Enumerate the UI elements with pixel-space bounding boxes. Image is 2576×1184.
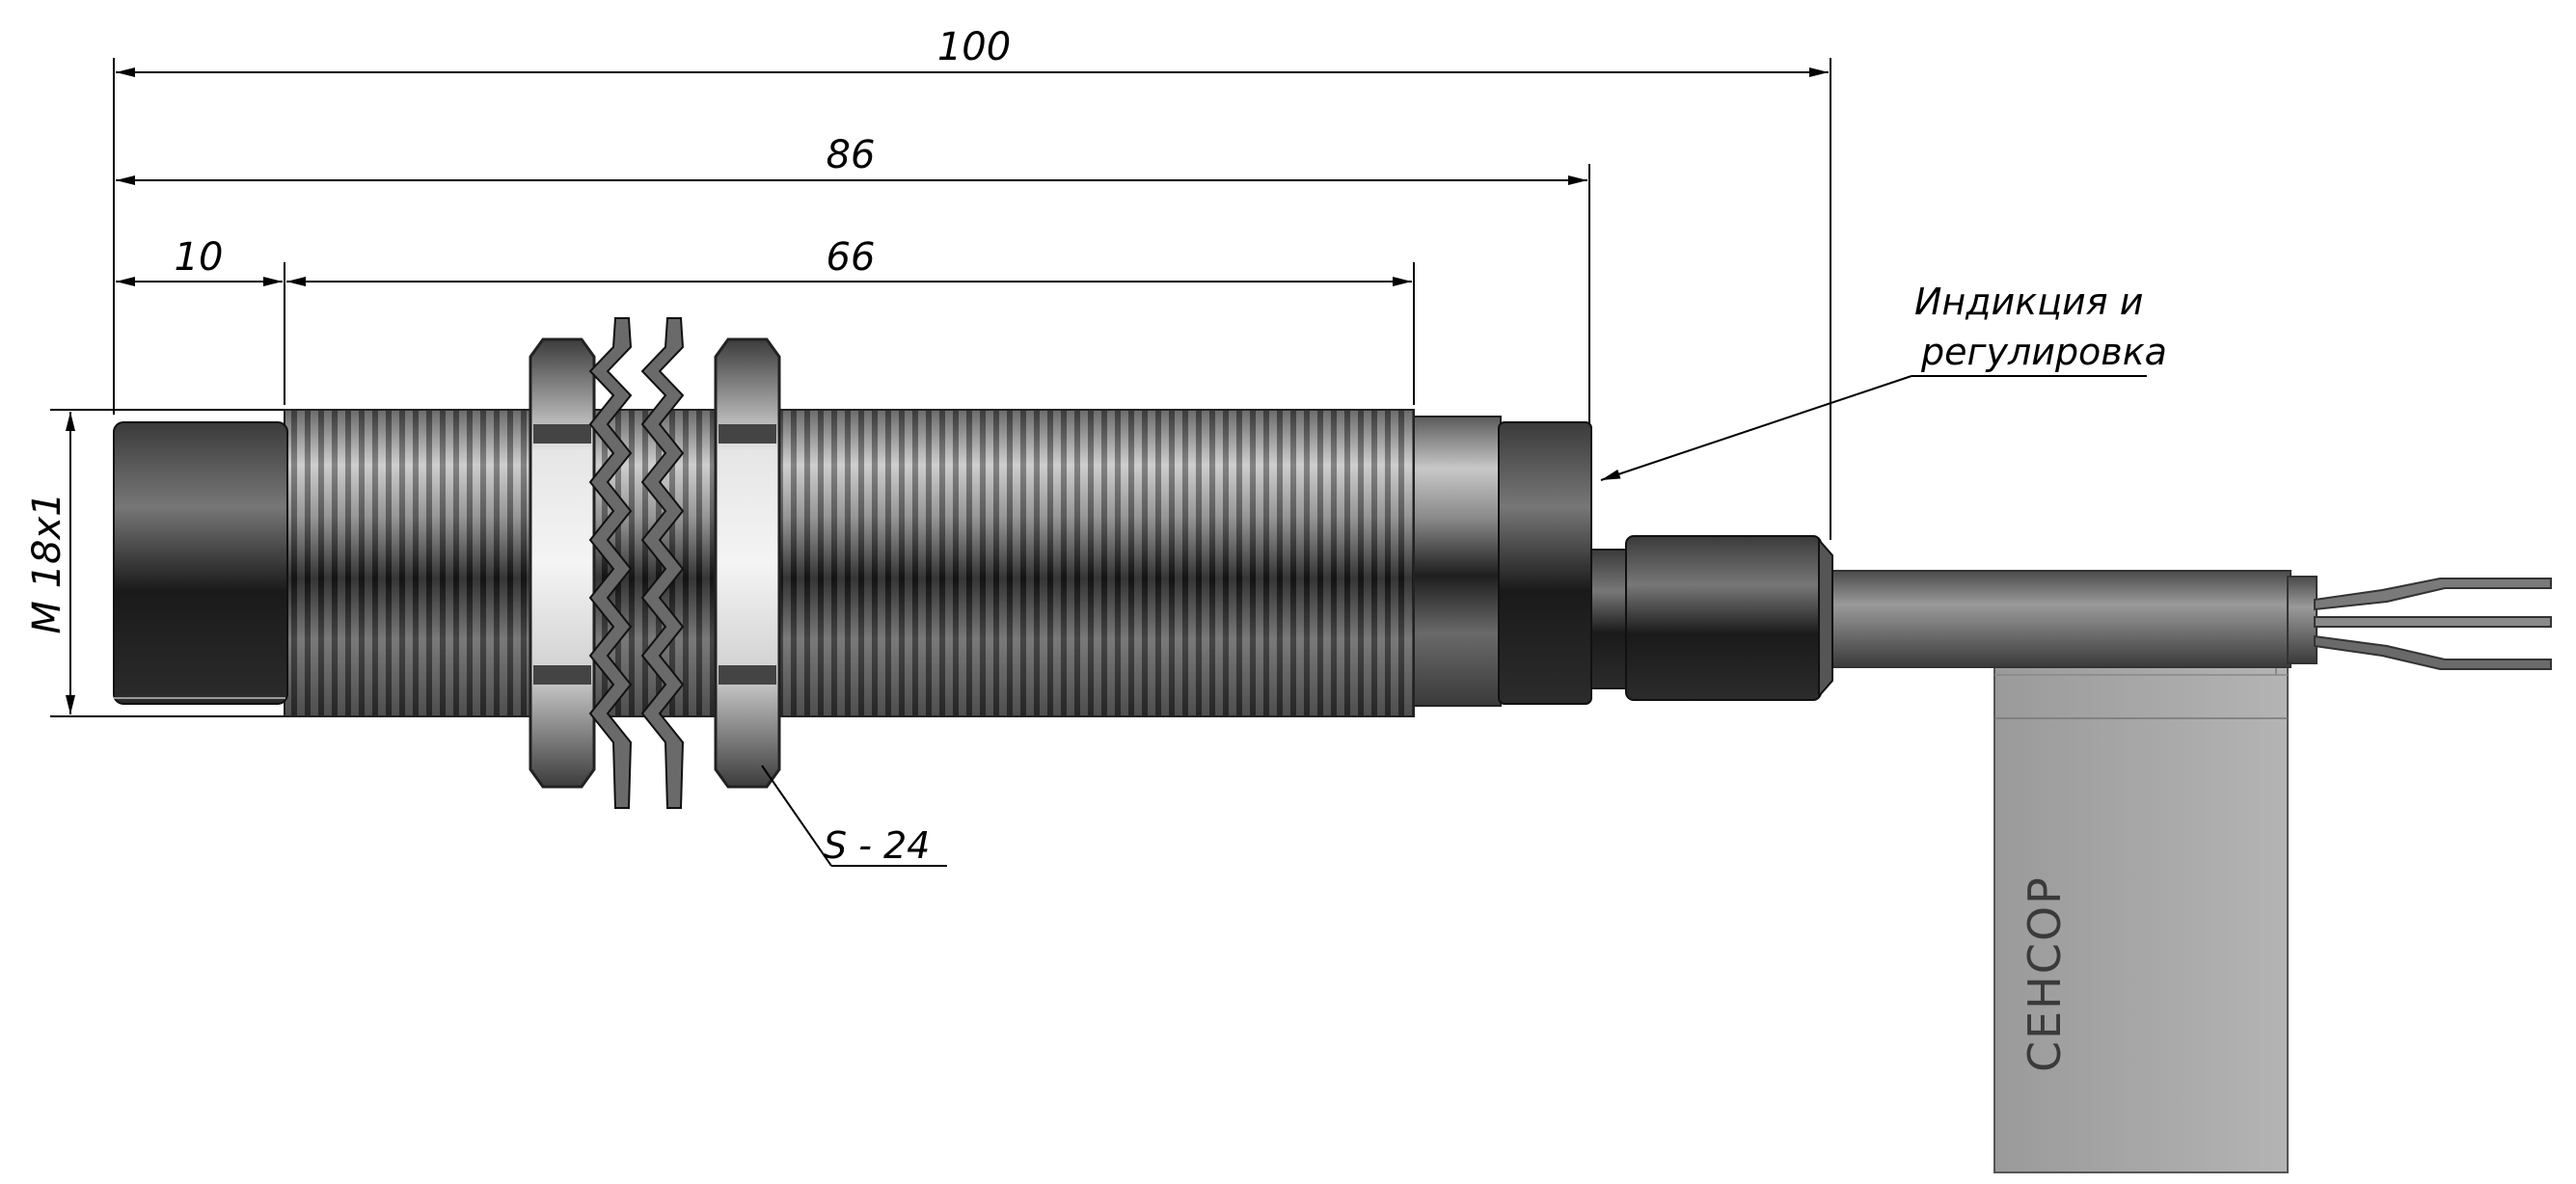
- dimension-thread-spec-label: M 18x1: [25, 492, 69, 633]
- sensing-face: [113, 421, 288, 705]
- leader-lines: [761, 375, 2147, 867]
- indication-label-line1: Индикция и: [1914, 281, 2143, 323]
- dimension-face-label: 10: [175, 235, 224, 280]
- dimension-lines: [50, 58, 1831, 717]
- cable-gland: [1581, 535, 1833, 701]
- indication-leader: [1600, 375, 1912, 481]
- threaded-body: [284, 409, 1415, 717]
- indication-label-line2: регулировка: [1920, 331, 2167, 373]
- mounting-nut-left: [529, 337, 596, 789]
- cable-tag: [1993, 570, 2289, 1173]
- cable: [1817, 570, 2318, 668]
- wires: [2314, 578, 2552, 670]
- dimension-labels: 100 86 10 66 M 18x1: [25, 25, 1011, 634]
- mounting-nut-right: [714, 337, 781, 789]
- tag-brand-label: СЕНСОР: [2019, 875, 2071, 1072]
- rear-housing: [1413, 416, 1592, 707]
- dimension-overall-label: 100: [937, 25, 1011, 69]
- lock-washer-right: [640, 317, 685, 809]
- dimension-housing-label: 86: [827, 133, 876, 177]
- lock-washer-left: [588, 317, 633, 809]
- dimension-thread-label: 66: [827, 235, 876, 280]
- wrench-size-label: S - 24: [824, 824, 930, 867]
- callouts: Индикция и регулировка S - 24: [824, 281, 2167, 867]
- wrench-leader: [761, 765, 832, 867]
